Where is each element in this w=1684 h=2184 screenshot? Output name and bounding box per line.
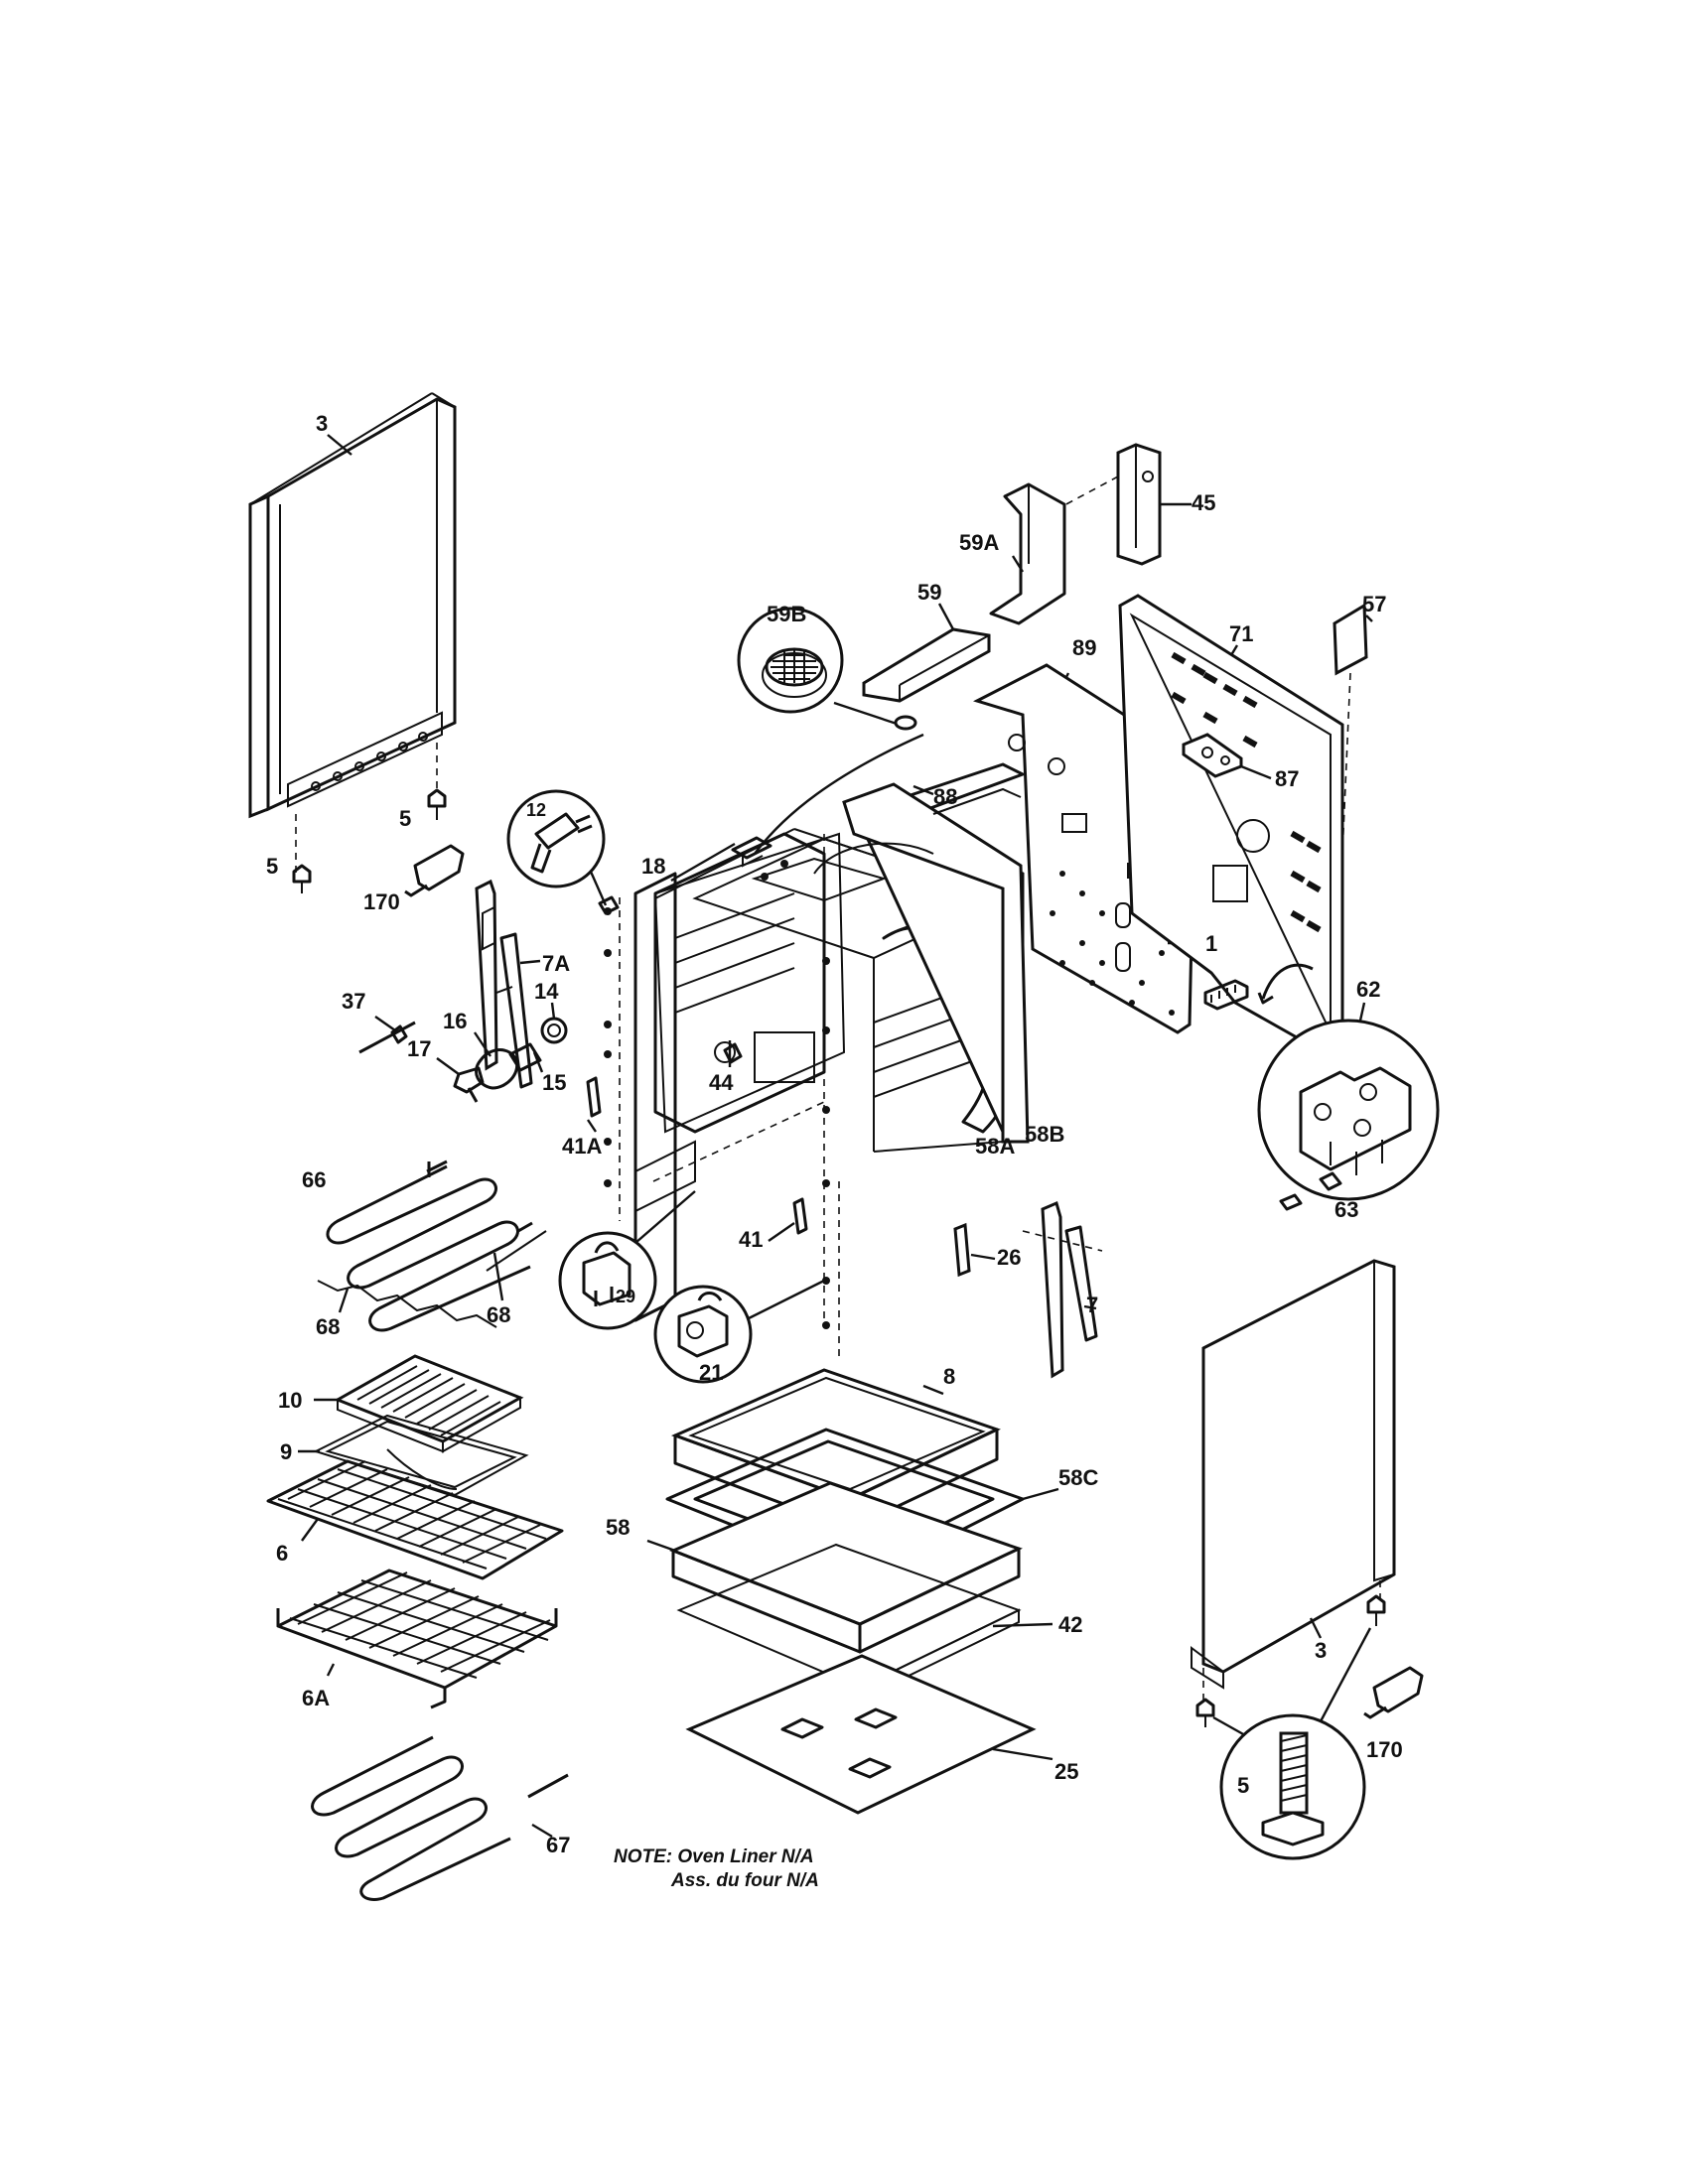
label-59B: 59B <box>767 602 806 626</box>
label-8: 8 <box>943 1364 955 1389</box>
oven-light-socket <box>670 836 772 883</box>
door-hinge-receiver <box>475 879 541 1089</box>
label-16: 16 <box>443 1009 467 1033</box>
vent-duct-59A <box>989 482 1066 625</box>
sensor-clip <box>723 1040 743 1067</box>
leveling-screw <box>292 864 312 893</box>
label-10: 10 <box>278 1388 302 1413</box>
label-25: 25 <box>1054 1759 1078 1784</box>
label-68-right: 68 <box>487 1302 510 1327</box>
label-41: 41 <box>739 1227 763 1252</box>
label-3-right: 3 <box>1315 1638 1327 1663</box>
label-59: 59 <box>917 580 941 605</box>
rear-insulation-panel <box>813 782 1030 1144</box>
label-71: 71 <box>1229 621 1253 646</box>
door-hinge-receiver-right <box>1022 1200 1103 1379</box>
oven-lamp-assembly <box>436 1002 568 1103</box>
label-59A: 59A <box>959 530 999 555</box>
label-9: 9 <box>280 1439 292 1464</box>
thermostat-sensor-callout <box>506 789 620 915</box>
label-5-lower: 5 <box>266 854 278 879</box>
left-side-panel <box>248 392 457 874</box>
back-cover-71 <box>1118 594 1344 1056</box>
oven-liner-note: NOTE: Oven Liner N/A Ass. du four N/A <box>614 1846 819 1891</box>
vent-grille-59B-callout <box>737 607 917 731</box>
label-15: 15 <box>542 1070 566 1095</box>
leg-bracket <box>1363 1666 1424 1719</box>
grommet-plate-87 <box>1182 733 1272 780</box>
label-18: 18 <box>641 854 665 879</box>
label-26: 26 <box>997 1245 1021 1270</box>
label-6A: 6A <box>302 1686 330 1710</box>
label-58C: 58C <box>1058 1465 1098 1490</box>
label-7A: 7A <box>542 951 570 976</box>
note-line-1: NOTE: Oven Liner N/A <box>614 1846 814 1867</box>
label-5-callout: 5 <box>1237 1773 1249 1798</box>
label-88: 88 <box>933 784 957 809</box>
label-44: 44 <box>709 1070 734 1095</box>
label-3-left: 3 <box>316 411 328 436</box>
label-37: 37 <box>342 989 365 1014</box>
hinge-spacer-26 <box>953 1222 996 1278</box>
label-62: 62 <box>1356 977 1380 1002</box>
leveling-screw <box>1366 1594 1386 1626</box>
label-41A: 41A <box>562 1134 602 1159</box>
label-42: 42 <box>1058 1612 1082 1637</box>
clip-21-callout <box>653 1279 825 1384</box>
serial-plate-57 <box>1333 603 1373 855</box>
label-58B: 58B <box>1025 1122 1064 1147</box>
label-6: 6 <box>276 1541 288 1566</box>
label-68-left: 68 <box>316 1314 340 1339</box>
label-21: 21 <box>699 1360 723 1385</box>
label-1: 1 <box>1205 931 1217 956</box>
right-side-panel <box>1191 1259 1396 1702</box>
vent-duct-59 <box>862 603 991 703</box>
label-29: 29 <box>616 1287 635 1306</box>
label-14: 14 <box>534 979 559 1004</box>
label-5-upper: 5 <box>399 806 411 831</box>
terminal-block-62 <box>1203 963 1440 1211</box>
oven-rack-6 <box>266 1459 564 1580</box>
label-67: 67 <box>546 1833 570 1857</box>
label-58: 58 <box>606 1515 630 1540</box>
label-170-left: 170 <box>363 889 400 914</box>
label-63: 63 <box>1334 1197 1358 1222</box>
note-line-2: Ass. du four N/A <box>670 1870 819 1891</box>
frame-screws <box>604 860 830 1329</box>
label-17: 17 <box>407 1036 431 1061</box>
label-7: 7 <box>1086 1293 1098 1317</box>
wire-clip <box>358 1016 416 1054</box>
hinge-stop <box>586 1076 602 1133</box>
label-87: 87 <box>1275 766 1299 791</box>
label-66: 66 <box>302 1167 326 1192</box>
terminal-block-cover-45 <box>1061 443 1192 566</box>
hinge-stop-41 <box>768 1197 808 1242</box>
leg-bracket <box>404 844 465 897</box>
oven-rack-6A <box>276 1569 558 1709</box>
label-45: 45 <box>1192 490 1215 515</box>
label-57: 57 <box>1362 592 1386 616</box>
broil-element-67 <box>311 1735 569 1901</box>
clip-29-callout <box>558 1190 696 1330</box>
leveling-screw <box>1195 1698 1215 1727</box>
label-58A: 58A <box>975 1134 1015 1159</box>
wire-harness-88 <box>754 733 934 855</box>
insulation-pad-58 <box>646 1481 1023 1654</box>
leveling-screw <box>427 788 447 820</box>
label-170-right: 170 <box>1366 1737 1403 1762</box>
leveling-leg-callout <box>1212 1627 1372 1860</box>
element-terminal-68 <box>317 1221 547 1328</box>
label-89: 89 <box>1072 635 1096 660</box>
bake-element-66 <box>326 1160 531 1332</box>
callout-labels: 3 5 5 170 12 18 7A 37 14 16 17 15 44 41A… <box>266 411 1403 1857</box>
floor-plate-25 <box>685 1654 1053 1815</box>
label-12: 12 <box>526 800 546 820</box>
